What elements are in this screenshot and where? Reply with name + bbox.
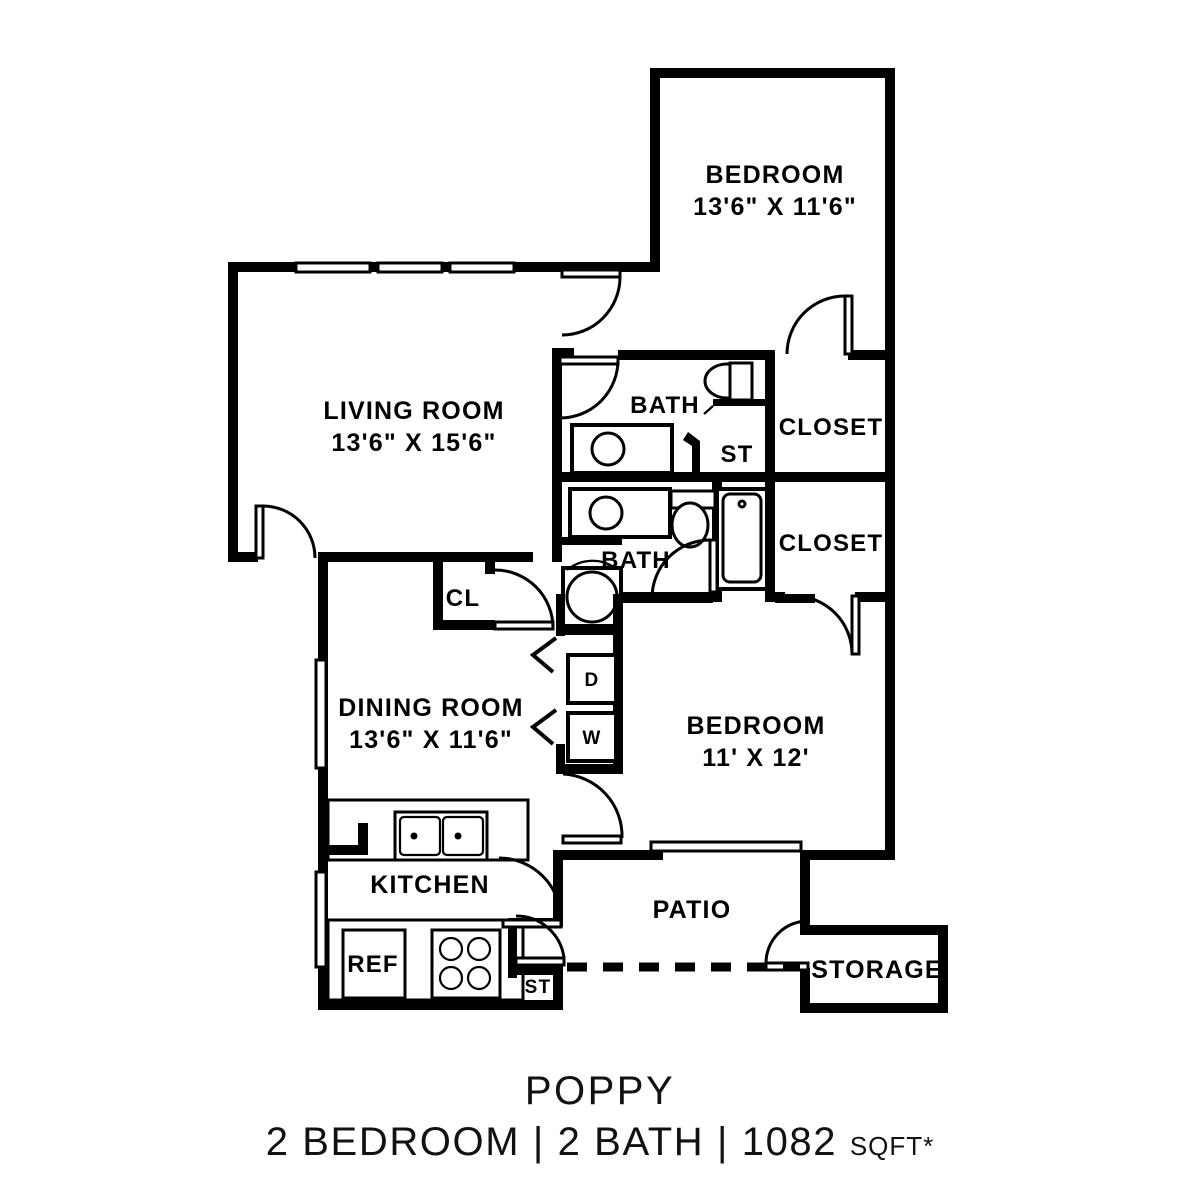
floor-plan-svg: BEDROOM 13'6" X 11'6" LIVING ROOM 13'6" …	[228, 68, 948, 1013]
label-dining-room-dim: 13'6" X 11'6"	[349, 726, 513, 754]
label-washer: W	[582, 728, 601, 749]
bath-lower-door	[650, 538, 719, 599]
label-bedroom-second-dim: 11' X 12'	[702, 744, 810, 772]
page-title: POPPY	[524, 1069, 676, 1113]
label-bedroom-master-dim: 13'6" X 11'6"	[693, 193, 857, 221]
label-dryer: D	[585, 670, 600, 691]
dining-kitchen-walls	[314, 552, 563, 1010]
bedroom-second-door-dining	[561, 772, 624, 845]
patio-storage-walls	[567, 850, 948, 1013]
label-coat-closet: CL	[446, 585, 480, 612]
label-dining-room-name: DINING ROOM	[338, 694, 523, 722]
wall-group	[228, 68, 895, 562]
room-labels: BEDROOM 13'6" X 11'6" LIVING ROOM 13'6" …	[323, 161, 943, 998]
label-bath-upper: BATH	[630, 392, 700, 419]
label-refrigerator: REF	[347, 951, 399, 978]
bath-upper-fixtures	[570, 361, 765, 475]
bedroom-second-walls	[563, 594, 895, 860]
summary-separator-2: |	[717, 1120, 729, 1165]
plan-caption: POPPY 2 BEDROOM | 2 BATH | 1082 SQFT*	[0, 1068, 1200, 1166]
plan-summary: 2 BEDROOM | 2 BATH | 1082 SQFT*	[0, 1119, 1200, 1166]
kitchen-storage-door	[514, 914, 566, 967]
label-kitchen: KITCHEN	[370, 871, 490, 899]
storage-closet-bath	[683, 432, 700, 472]
label-living-room-dim: 13'6" X 15'6"	[331, 429, 496, 457]
label-bedroom-master-name: BEDROOM	[706, 161, 845, 189]
summary-separator-1: |	[532, 1120, 545, 1165]
label-bath-lower: BATH	[601, 547, 671, 574]
summary-baths: 2 BATH	[557, 1120, 705, 1165]
bath-lower-fixtures	[560, 487, 769, 591]
master-bedroom-door	[560, 268, 622, 337]
summary-area-unit: SQFT*	[849, 1131, 935, 1162]
label-storage-kitchen: ST	[525, 977, 552, 998]
label-storage: STORAGE	[811, 956, 943, 984]
floor-plan-drawing: BEDROOM 13'6" X 11'6" LIVING ROOM 13'6" …	[228, 68, 948, 1013]
coat-closet-cl	[433, 552, 555, 631]
laundry-closet	[529, 559, 623, 774]
label-storage-bath: ST	[720, 441, 753, 468]
summary-area-value: 1082	[741, 1120, 838, 1165]
label-bedroom-second-name: BEDROOM	[687, 712, 826, 740]
summary-bedrooms: 2 BEDROOM	[265, 1120, 521, 1165]
label-living-room-name: LIVING ROOM	[323, 397, 504, 425]
kitchen-fixtures	[326, 798, 530, 1002]
bath-upper-door	[558, 355, 620, 420]
label-closet-lower: CLOSET	[779, 530, 884, 557]
entry-door	[254, 504, 317, 560]
closet-lower-door	[793, 594, 861, 656]
label-closet-upper: CLOSET	[779, 414, 884, 441]
closet-upper-door	[785, 294, 854, 356]
label-patio: PATIO	[653, 896, 732, 924]
